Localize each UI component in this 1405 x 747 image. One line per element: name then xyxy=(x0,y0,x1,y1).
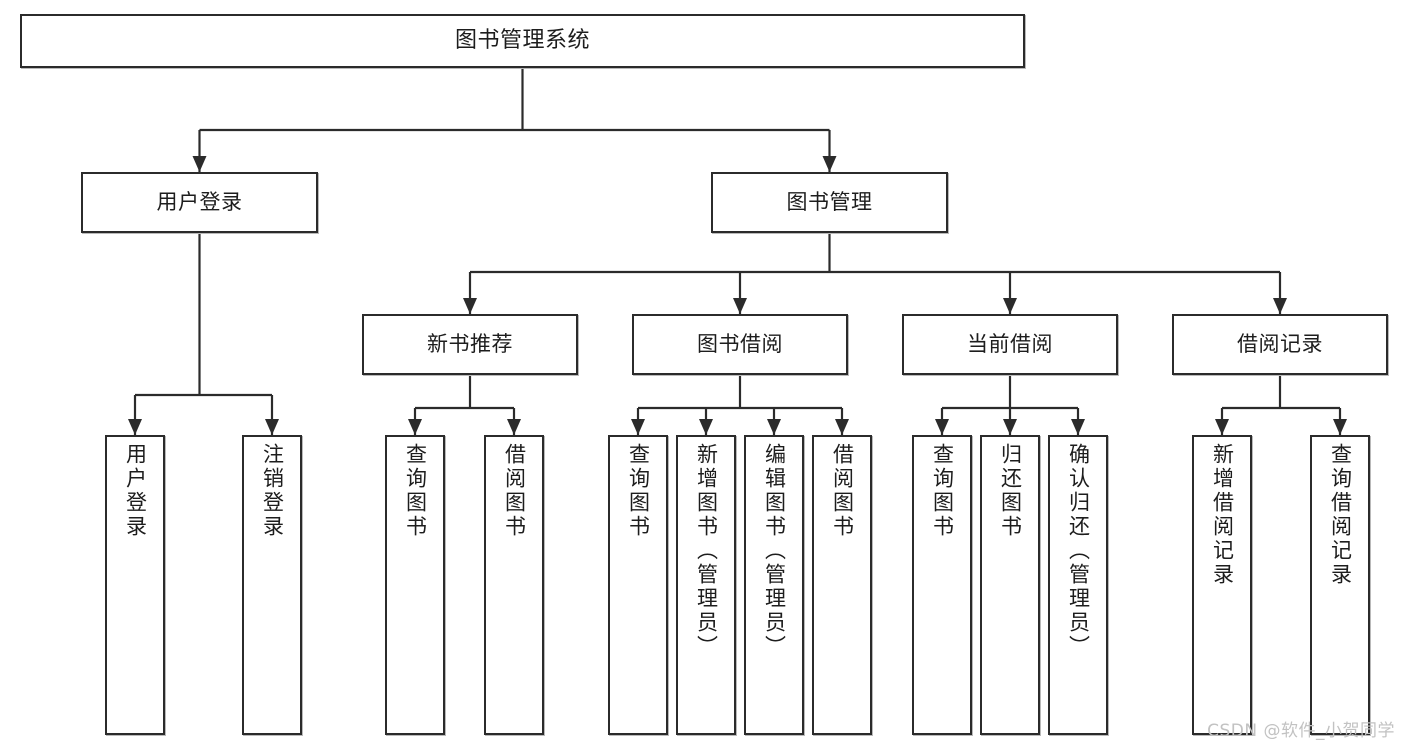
arrowhead-current-borrow-1 xyxy=(1003,419,1017,435)
node-label: 编辑图书（管理员） xyxy=(762,443,787,659)
watermark-label: CSDN @软件_小贺同学 xyxy=(1207,721,1395,741)
node-label: 图书管理 xyxy=(786,190,873,215)
arrowhead-current-borrow-0 xyxy=(935,419,949,435)
node-leaf-confirm-return[interactable]: 确认归还（管理员） xyxy=(1048,435,1108,735)
arrowhead-book-manage-0 xyxy=(463,298,477,314)
node-label: 归还图书 xyxy=(998,443,1023,539)
node-leaf-query-book-1[interactable]: 查询图书 xyxy=(385,435,445,735)
node-current-borrow[interactable]: 当前借阅 xyxy=(902,314,1118,375)
arrowhead-new-book-recommend-0 xyxy=(408,419,422,435)
arrowhead-book-borrow-0 xyxy=(631,419,645,435)
arrowhead-current-borrow-2 xyxy=(1071,419,1085,435)
node-label: 用户登录 xyxy=(156,190,243,215)
node-new-book-recommend[interactable]: 新书推荐 xyxy=(362,314,578,375)
node-label: 注销登录 xyxy=(260,443,285,539)
node-leaf-borrow-book-2[interactable]: 借阅图书 xyxy=(812,435,872,735)
node-user-login[interactable]: 用户登录 xyxy=(81,172,318,233)
node-label: 查询图书 xyxy=(626,443,651,539)
node-label: 图书管理系统 xyxy=(454,28,590,54)
node-leaf-logout[interactable]: 注销登录 xyxy=(242,435,302,735)
arrowhead-borrow-record-0 xyxy=(1215,419,1229,435)
node-label: 借阅图书 xyxy=(830,443,855,539)
node-label: 查询图书 xyxy=(403,443,428,539)
arrowhead-book-manage-1 xyxy=(733,298,747,314)
node-label: 查询图书 xyxy=(930,443,955,539)
node-label: 新增借阅记录 xyxy=(1210,443,1235,587)
arrowhead-root-0 xyxy=(192,156,207,172)
arrowhead-book-borrow-2 xyxy=(767,419,781,435)
node-leaf-add-book[interactable]: 新增图书（管理员） xyxy=(676,435,736,735)
node-label: 当前借阅 xyxy=(967,332,1053,357)
node-label: 借阅记录 xyxy=(1237,332,1323,357)
node-leaf-query-record[interactable]: 查询借阅记录 xyxy=(1310,435,1370,735)
node-leaf-query-book-2[interactable]: 查询图书 xyxy=(608,435,668,735)
arrowhead-book-borrow-1 xyxy=(699,419,713,435)
node-label: 查询借阅记录 xyxy=(1328,443,1353,587)
arrowhead-borrow-record-1 xyxy=(1333,419,1347,435)
node-label: 图书借阅 xyxy=(697,332,783,357)
node-leaf-add-record[interactable]: 新增借阅记录 xyxy=(1192,435,1252,735)
node-label: 新书推荐 xyxy=(427,332,513,357)
node-label: 确认归还（管理员） xyxy=(1066,443,1091,659)
node-label: 用户登录 xyxy=(123,443,148,539)
node-leaf-user-login[interactable]: 用户登录 xyxy=(105,435,165,735)
arrowhead-user-login-1 xyxy=(265,419,279,435)
node-leaf-query-book-3[interactable]: 查询图书 xyxy=(912,435,972,735)
node-label: 新增图书（管理员） xyxy=(694,443,719,659)
node-root[interactable]: 图书管理系统 xyxy=(20,14,1025,68)
node-label: 借阅图书 xyxy=(502,443,527,539)
node-book-borrow[interactable]: 图书借阅 xyxy=(632,314,848,375)
arrowhead-book-manage-2 xyxy=(1003,298,1017,314)
node-book-manage[interactable]: 图书管理 xyxy=(711,172,948,233)
arrowhead-book-manage-3 xyxy=(1273,298,1287,314)
arrowhead-user-login-0 xyxy=(128,419,142,435)
arrowhead-new-book-recommend-1 xyxy=(507,419,521,435)
node-leaf-return-book[interactable]: 归还图书 xyxy=(980,435,1040,735)
node-leaf-edit-book[interactable]: 编辑图书（管理员） xyxy=(744,435,804,735)
node-borrow-record[interactable]: 借阅记录 xyxy=(1172,314,1388,375)
arrowhead-book-borrow-3 xyxy=(835,419,849,435)
arrowhead-root-1 xyxy=(822,156,837,172)
node-leaf-borrow-book-1[interactable]: 借阅图书 xyxy=(484,435,544,735)
